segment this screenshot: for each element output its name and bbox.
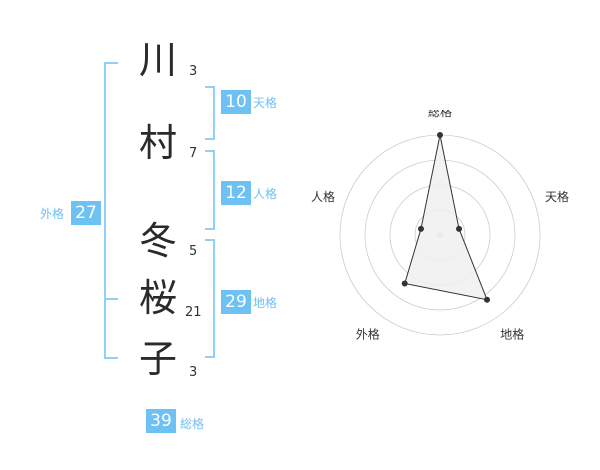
radar-point-4 xyxy=(401,280,408,287)
jinkaku-score: 12 xyxy=(221,181,251,205)
gaikaku-label: 外格 xyxy=(40,207,65,221)
given-char-1: 冬 xyxy=(138,219,177,263)
radar-point-5 xyxy=(417,225,424,232)
radar-axis-label: 外格 xyxy=(356,327,380,342)
radar-point-1 xyxy=(437,132,443,138)
radar-axis-label: 地格 xyxy=(500,327,524,342)
given-char-2: 桜 xyxy=(138,276,177,320)
radar-point-3 xyxy=(484,296,491,303)
stroke-count-4: 21 xyxy=(185,305,202,320)
radar-polygon xyxy=(404,134,488,301)
surname-char-1: 川 xyxy=(138,38,177,82)
tenkaku-label: 天格 xyxy=(253,96,278,110)
tenkaku-score: 10 xyxy=(221,90,251,114)
chikaku-score: 29 xyxy=(221,290,251,314)
radar-axis-label: 人格 xyxy=(311,189,335,204)
given-char-3: 子 xyxy=(138,337,177,381)
stroke-count-5: 3 xyxy=(189,365,198,380)
surname-char-2: 村 xyxy=(138,121,177,165)
tenkaku-bracket xyxy=(205,86,215,140)
radar-series xyxy=(401,132,491,303)
radar-point-2 xyxy=(456,225,463,232)
chikaku-label: 地格 xyxy=(253,296,278,310)
gaikaku-score: 27 xyxy=(71,201,101,225)
soukaku-label: 総格 xyxy=(180,417,205,431)
soukaku-score: 39 xyxy=(146,409,176,433)
stroke-count-2: 7 xyxy=(189,146,198,161)
stroke-count-1: 3 xyxy=(189,64,198,79)
radar-axis-label: 天格 xyxy=(545,189,569,204)
chikaku-bracket xyxy=(205,239,215,358)
gaikaku-bracket xyxy=(104,62,118,359)
radar-axis-label: 総格 xyxy=(428,110,452,119)
jinkaku-label: 人格 xyxy=(253,187,278,201)
gaikaku-bracket-mid xyxy=(104,298,118,300)
stroke-count-3: 5 xyxy=(189,244,198,259)
jinkaku-bracket xyxy=(205,150,215,230)
